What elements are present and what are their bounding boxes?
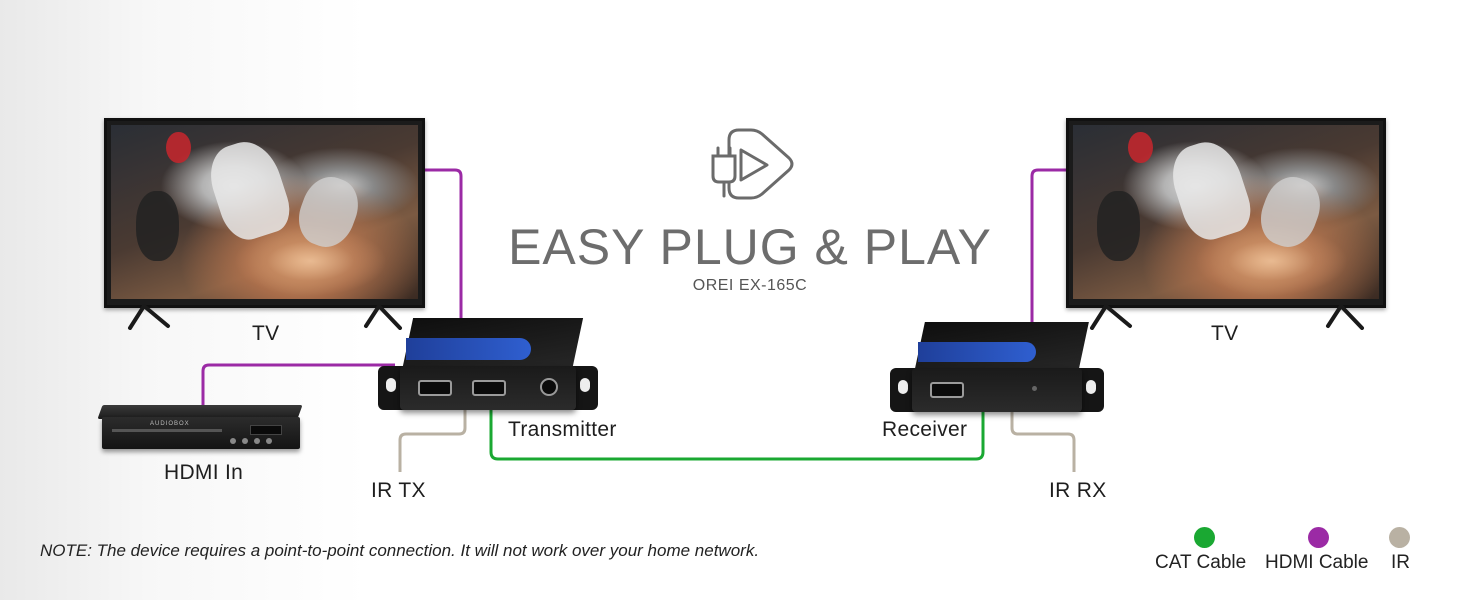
hdmi-cable-tv-right <box>1030 168 1066 325</box>
transmitter-label-plate <box>406 338 531 360</box>
receiver-hdmi-port <box>930 382 964 398</box>
legend-ir-label: IR <box>1391 552 1410 573</box>
tv-right-screen <box>1073 125 1379 299</box>
ir-tx-cable <box>398 410 467 472</box>
ir-tx-label: IR TX <box>371 479 426 502</box>
transmitter-hdmi-port-1 <box>418 380 452 396</box>
tv-left-label: TV <box>252 322 280 345</box>
hdmi-cable-dvd <box>201 363 395 405</box>
legend: CAT Cable HDMI Cable IR <box>1140 525 1440 585</box>
ir-rx-label: IR RX <box>1049 479 1107 502</box>
legend-hdmi-label: HDMI Cable <box>1265 552 1369 573</box>
ir-rx-cable <box>1010 410 1076 472</box>
plug-play-icon <box>711 128 794 200</box>
receiver-label: Receiver <box>882 418 968 441</box>
legend-cat-dot <box>1194 527 1215 548</box>
dvd-player: AUDIOBOX <box>97 405 303 453</box>
cat-cable <box>489 410 985 461</box>
tv-right-label: TV <box>1211 322 1239 345</box>
hdmi-cable-tv-left <box>424 168 463 325</box>
dvd-brand: AUDIOBOX <box>150 421 190 427</box>
product-model: OREI EX-165C <box>692 277 808 294</box>
transmitter-label: Transmitter <box>508 418 617 441</box>
page-title: EASY PLUG & PLAY <box>508 219 992 275</box>
dvd-display <box>250 425 282 435</box>
transmitter-device <box>378 318 598 413</box>
transmitter-ir-jack <box>540 378 558 396</box>
hdmi-in-label: HDMI In <box>164 461 244 484</box>
legend-ir-dot <box>1389 527 1410 548</box>
receiver-device <box>890 322 1104 414</box>
tv-right <box>1066 118 1386 330</box>
tv-right-stand <box>1090 304 1364 330</box>
tv-left-stand <box>128 304 402 330</box>
legend-cat-label: CAT Cable <box>1155 552 1247 573</box>
receiver-ir-jack <box>1032 386 1037 391</box>
note-text: NOTE: The device requires a point-to-poi… <box>40 541 760 560</box>
tv-left-screen <box>111 125 418 299</box>
transmitter-hdmi-port-2 <box>472 380 506 396</box>
receiver-label-plate <box>918 342 1036 362</box>
legend-hdmi-dot <box>1308 527 1329 548</box>
tv-left <box>104 118 425 330</box>
